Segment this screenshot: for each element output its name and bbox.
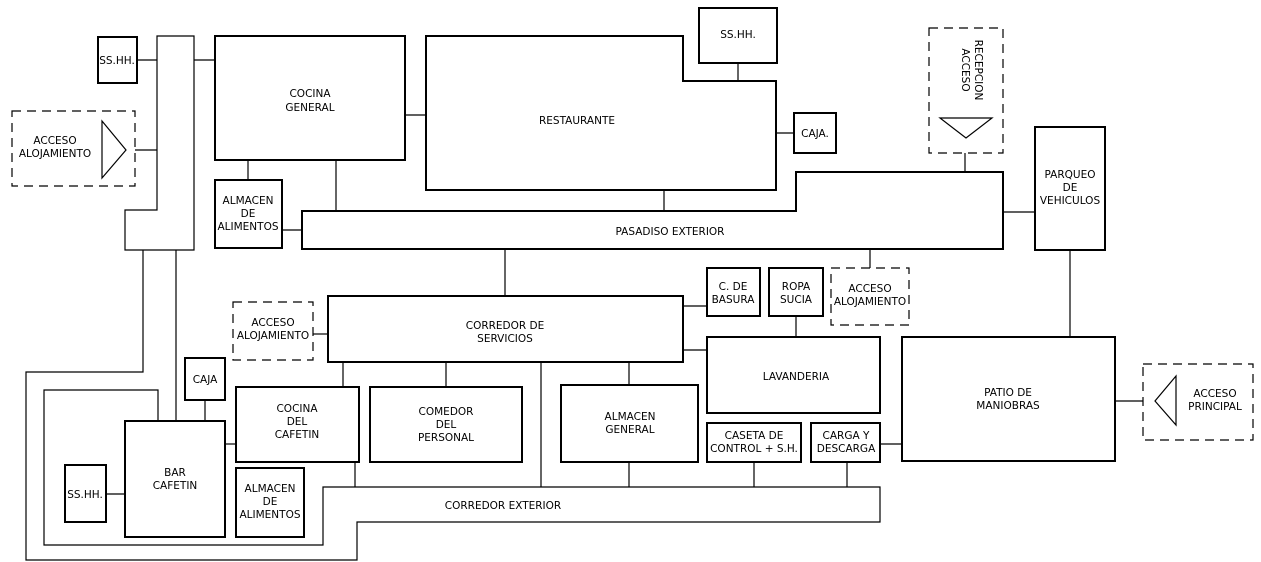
- acceso-recepcion-label-1: ACCESO: [959, 48, 971, 91]
- sshh-top-label: SS.HH.: [720, 29, 756, 41]
- comedor-personal-room: [369, 386, 523, 463]
- acceso-alojamiento-lower-label-2: ALOJAMIENTO: [237, 330, 309, 342]
- almacen-alimentos-top-room: [214, 179, 283, 249]
- caja-cafetin-label: CAJA: [193, 374, 218, 386]
- rooms: [64, 7, 1116, 538]
- restaurante-label: RESTAURANTE: [539, 115, 615, 127]
- c-basura-label-1: C. DE: [719, 281, 748, 293]
- lavanderia-room: [706, 336, 881, 414]
- almacen-alimentos-bottom-room: [235, 467, 305, 538]
- almacen-alimentos-bottom-label-2: DE: [263, 496, 278, 508]
- cocina-general-label-2: GENERAL: [285, 102, 334, 114]
- sshh-top-left-room: [97, 36, 138, 84]
- acceso-alojamiento-lower-label-1: ACCESO: [251, 317, 294, 329]
- ropa-sucia-room: [768, 267, 824, 317]
- acceso-alojamiento-mid-label-1: ACCESO: [848, 283, 891, 295]
- cocina-cafetin-label-2: DEL: [287, 416, 308, 428]
- c-basura-room: [706, 267, 761, 317]
- almacen-general-room: [560, 384, 699, 463]
- ropa-sucia-label-2: SUCIA: [780, 294, 813, 306]
- acceso-alojamiento-left-label-1: ACCESO: [33, 135, 76, 147]
- pasadiso-exterior-room: [301, 171, 1004, 250]
- corredor-exterior-label: CORREDOR EXTERIOR: [445, 500, 561, 512]
- bar-cafetin-label-1: BAR: [164, 467, 186, 479]
- patio-maniobras-label-1: PATIO DE: [984, 387, 1032, 399]
- almacen-alimentos-top-label-3: ALIMENTOS: [217, 221, 278, 233]
- parqueo-label-1: PARQUEO: [1045, 169, 1096, 181]
- carga-descarga-room: [810, 422, 881, 463]
- access-symbols: [11, 27, 1254, 441]
- acceso-recepcion-label-2: RECEPCION: [972, 40, 984, 101]
- cocina-general-room: [214, 35, 406, 161]
- caseta-control-label-2: CONTROL + S.H.: [710, 443, 798, 455]
- cocina-cafetin-label-1: COCINA: [276, 403, 318, 415]
- bar-cafetin-room: [124, 420, 226, 538]
- carga-descarga-label-1: CARGA Y: [823, 430, 870, 442]
- cocina-cafetin-room: [235, 386, 360, 463]
- almacen-alimentos-bottom-label-1: ALMACEN: [245, 483, 296, 495]
- access-labels: ACCESO ALOJAMIENTO ACCESO RECEPCION ACCE…: [19, 40, 1242, 413]
- comedor-personal-label-1: COMEDOR: [419, 406, 474, 418]
- caja-restaurant-label: CAJA.: [801, 128, 829, 140]
- almacen-alimentos-top-label-1: ALMACEN: [223, 195, 274, 207]
- comedor-personal-label-2: DEL: [436, 419, 457, 431]
- acceso-alojamiento-left-label-2: ALOJAMIENTO: [19, 148, 91, 160]
- corredor-servicios-room: [327, 295, 684, 363]
- almacen-alimentos-bottom-label-3: ALIMENTOS: [239, 509, 300, 521]
- pasadiso-exterior-label: PASADISO EXTERIOR: [616, 226, 725, 238]
- parqueo-label-3: VEHICULOS: [1040, 195, 1101, 207]
- corredor-servicios-label-2: SERVICIOS: [477, 333, 533, 345]
- cocina-cafetin-label-3: CAFETIN: [275, 429, 320, 441]
- comedor-personal-label-3: PERSONAL: [418, 432, 474, 444]
- room-labels: SS.HH. COCINA GENERAL RESTAURANTE SS.HH.…: [67, 29, 1100, 521]
- caja-restaurant-room: [793, 112, 837, 154]
- walkways: [25, 35, 881, 561]
- acceso-alojamiento-mid-label-2: ALOJAMIENTO: [834, 296, 906, 308]
- acceso-principal-label-1: ACCESO: [1193, 388, 1236, 400]
- patio-maniobras-room: [901, 336, 1116, 462]
- corredor-servicios-label-1: CORREDOR DE: [466, 320, 545, 332]
- sshh-top-left-label: SS.HH.: [99, 55, 135, 67]
- acceso-recepcion-label-group: ACCESO RECEPCION: [959, 40, 984, 101]
- connector-lines: [106, 59, 1143, 495]
- cocina-general-label-1: COCINA: [289, 88, 331, 100]
- ropa-sucia-label-1: ROPA: [782, 281, 811, 293]
- sshh-bottom-left-room: [64, 464, 107, 523]
- parqueo-label-2: DE: [1063, 182, 1078, 194]
- almacen-general-label-1: ALMACEN: [605, 411, 656, 423]
- lavanderia-label: LAVANDERIA: [763, 371, 830, 383]
- sshh-bottom-left-label: SS.HH.: [67, 489, 103, 501]
- carga-descarga-label-2: DESCARGA: [817, 443, 876, 455]
- patio-maniobras-label-2: MANIOBRAS: [976, 400, 1040, 412]
- c-basura-label-2: BASURA: [712, 294, 756, 306]
- bar-cafetin-label-2: CAFETIN: [153, 480, 198, 492]
- almacen-general-label-2: GENERAL: [605, 424, 654, 436]
- sshh-top-room: [698, 7, 778, 64]
- parqueo-room: [1034, 126, 1106, 251]
- almacen-alimentos-top-label-2: DE: [241, 208, 256, 220]
- acceso-principal-label-2: PRINCIPAL: [1188, 401, 1242, 413]
- caseta-control-label-1: CASETA DE: [725, 430, 784, 442]
- caseta-control-room: [706, 422, 802, 463]
- caja-cafetin-room: [184, 357, 226, 401]
- restaurante-room: [425, 35, 777, 191]
